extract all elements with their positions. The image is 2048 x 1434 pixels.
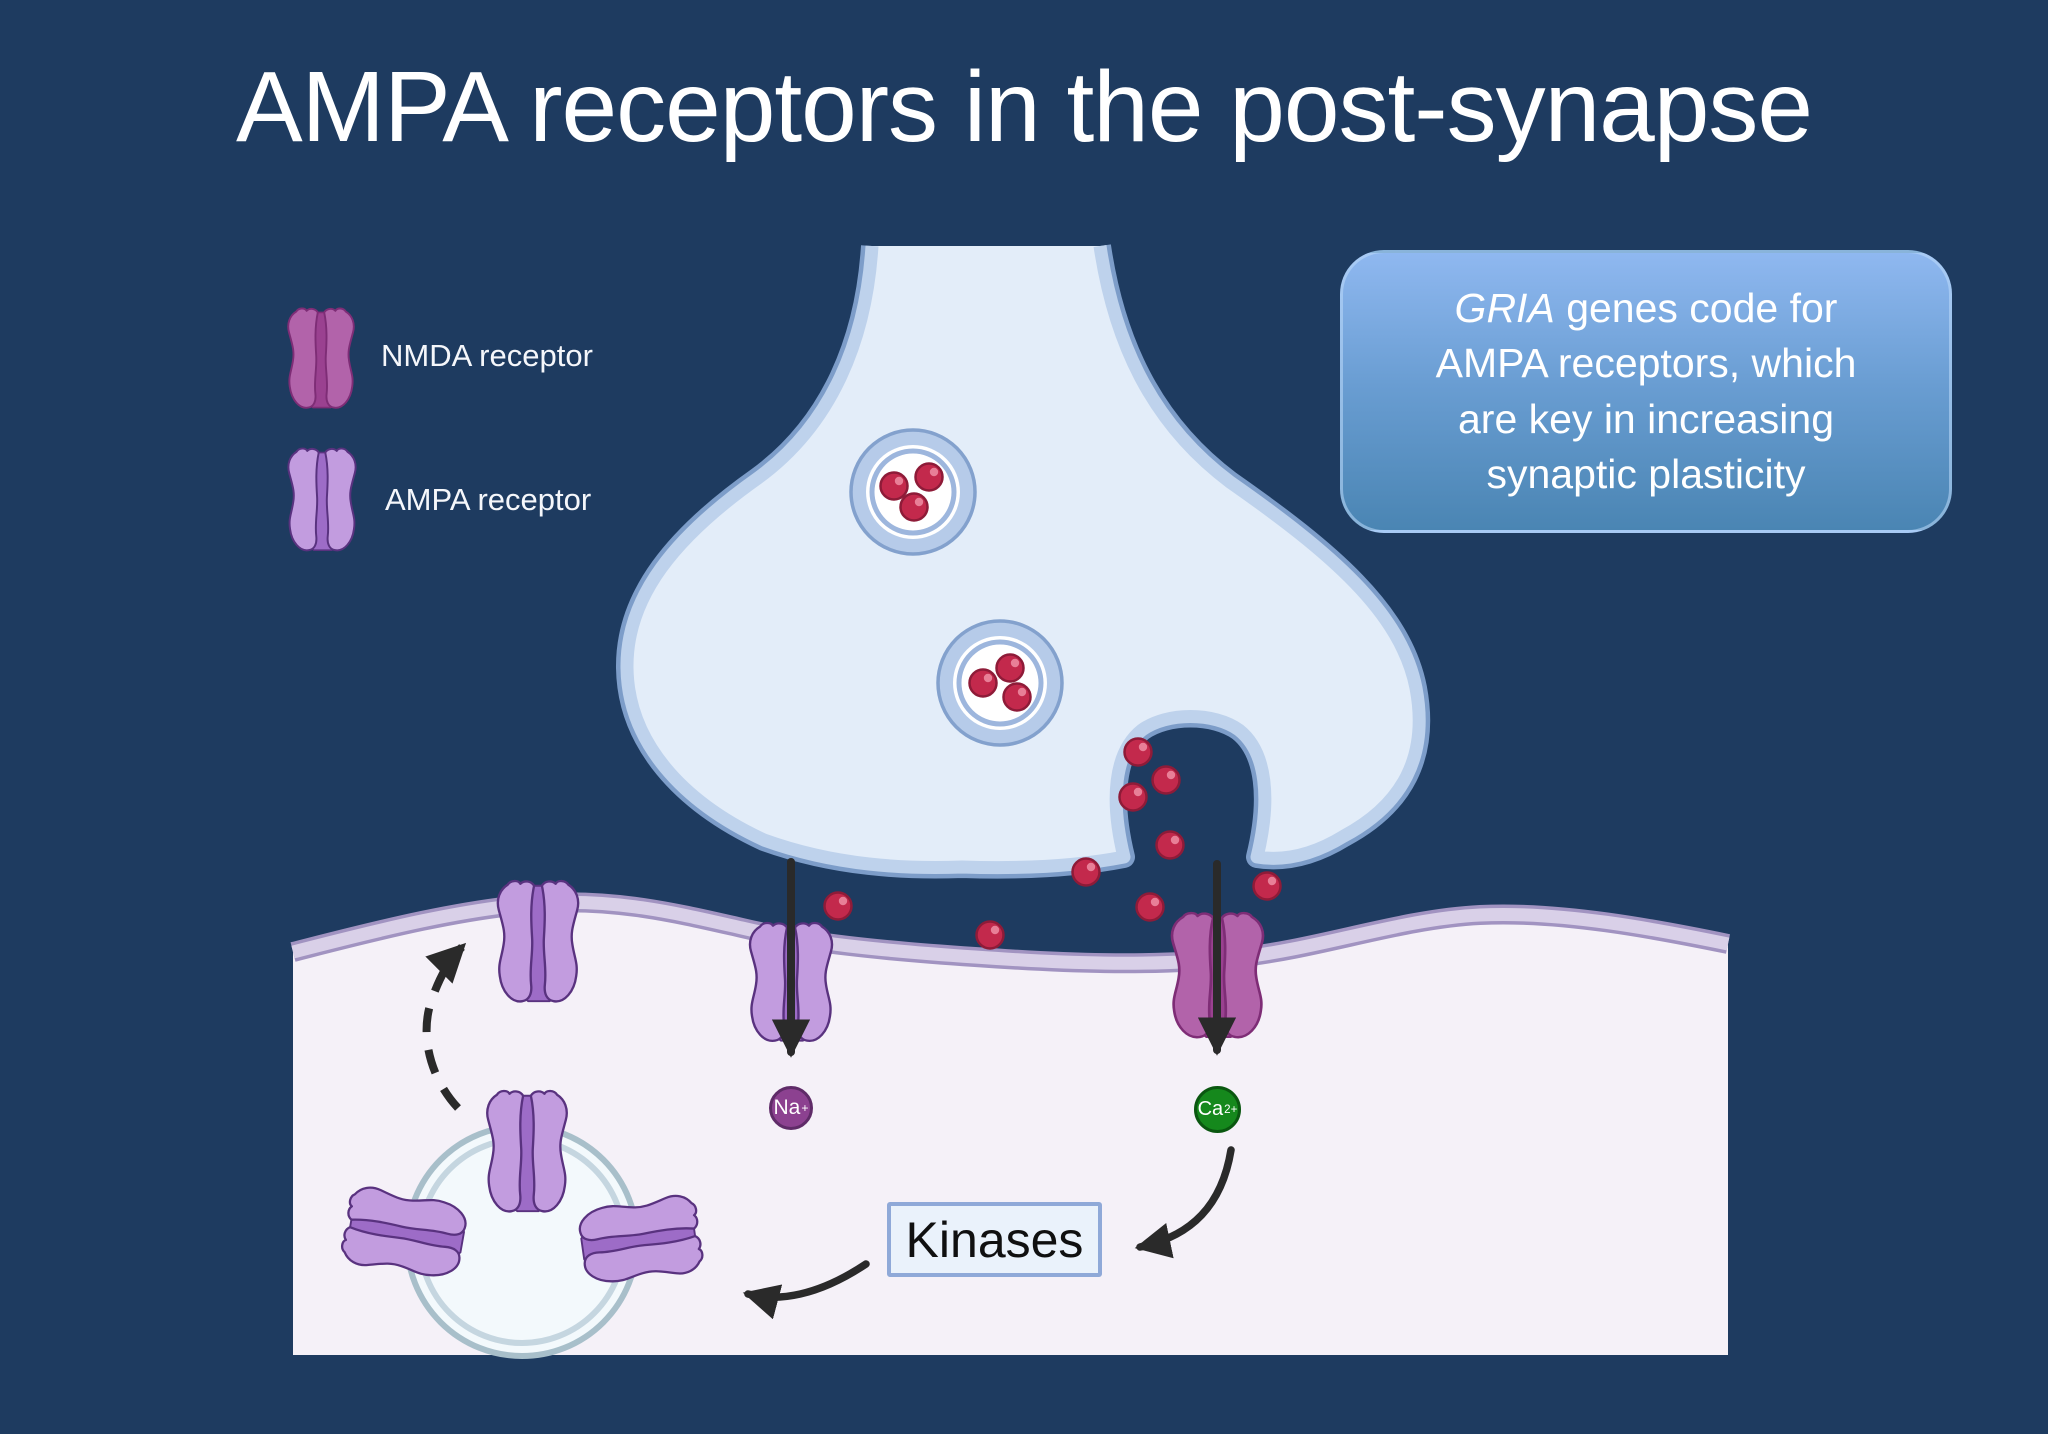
synaptic-vesicle-icon [851, 430, 975, 554]
gria-info-box: GRIA genes code for AMPA receptors, whic… [1340, 250, 1952, 533]
kinases-box: Kinases [887, 1202, 1102, 1277]
ampa-receptor-icon [487, 1091, 567, 1212]
ampa-receptor-icon [288, 448, 356, 551]
neurotransmitter-dot-icon [914, 462, 944, 492]
neurotransmitter-dot-icon [1118, 782, 1148, 812]
neurotransmitter-dot-icon [1002, 682, 1032, 712]
legend-item-nmda-label: NMDA receptor [381, 338, 593, 373]
page-title: AMPA receptors in the post-synapse [235, 51, 1813, 163]
na-ion-label: Na [773, 1096, 801, 1119]
gria-gene-name: GRIA [1454, 284, 1555, 331]
neurotransmitter-dot-icon [1151, 765, 1181, 795]
gria-info-rest: genes code for AMPA receptors, which are… [1435, 284, 1857, 497]
na-ion-badge: Na+ [769, 1086, 813, 1130]
ca-ion-label: Ca [1197, 1098, 1224, 1120]
nmda-receptor-icon [288, 308, 354, 408]
synaptic-vesicle-icon [938, 621, 1062, 745]
neurotransmitter-dot-icon [995, 653, 1025, 683]
neurotransmitter-dot-icon [1252, 871, 1282, 901]
neurotransmitter-dot-icon [975, 920, 1005, 950]
neurotransmitter-dot-icon [899, 492, 929, 522]
neurotransmitter-dot-icon [1155, 830, 1185, 860]
neurotransmitter-dot-icon [1123, 737, 1153, 767]
neurotransmitter-dot-icon [1071, 857, 1101, 887]
neurotransmitter-dot-icon [823, 891, 853, 921]
ca-to-kinases-arrow [1134, 1146, 1235, 1259]
neurotransmitter-dot-icon [1135, 892, 1165, 922]
legend-item-ampa-label: AMPA receptor [385, 482, 592, 517]
neurotransmitter-dot-icon [879, 471, 909, 501]
presynaptic-terminal [615, 244, 1431, 879]
gria-info-text: GRIA genes code for AMPA receptors, whic… [1406, 281, 1886, 502]
ampa-receptor-icon [497, 881, 579, 1002]
neurotransmitter-dot-icon [968, 668, 998, 698]
kinases-to-vesicle-arrow [742, 1260, 870, 1320]
